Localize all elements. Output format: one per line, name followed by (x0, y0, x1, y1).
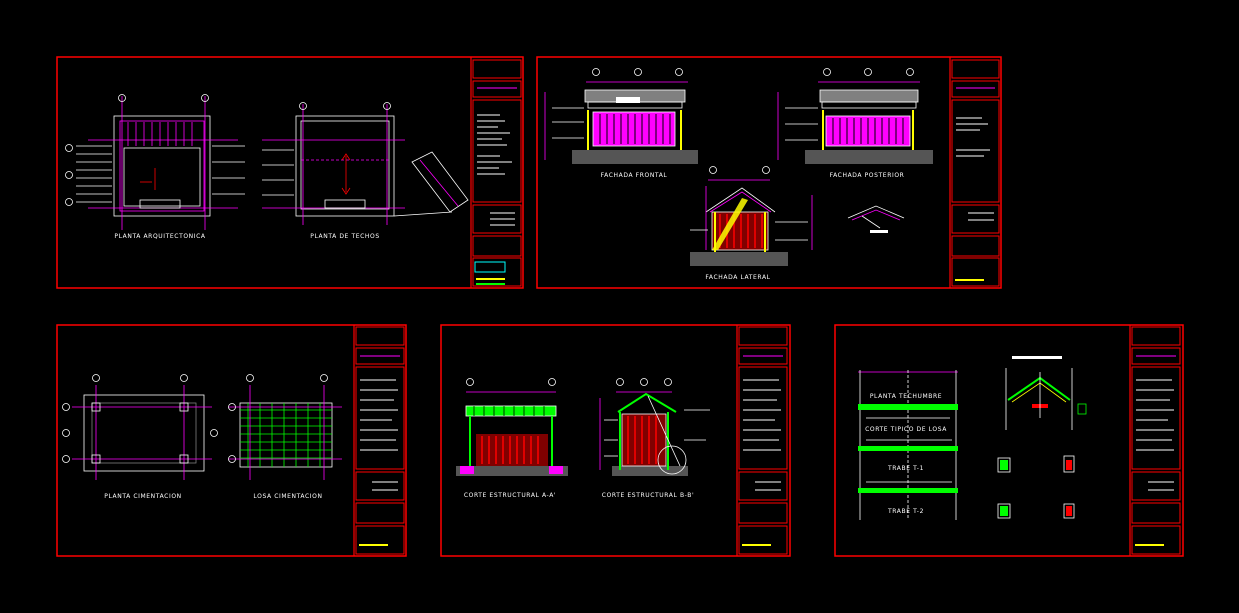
fachada-posterior-drawing (777, 68, 933, 164)
sheet-1-title-block (470, 57, 522, 288)
trabe-sections-detail (997, 455, 1075, 519)
label-fachada-frontal: FACHADA FRONTAL (601, 172, 668, 179)
label-trabe-t1: TRABE T-1 (887, 465, 924, 472)
sheet-5[interactable]: PLANTA TECHUMBRE CORTE TIPICO DE LOSA TR… (834, 324, 1184, 557)
label-corte-estructural-b: CORTE ESTRUCTURAL B-B' (602, 492, 694, 499)
sheet-5-title-block (1129, 325, 1181, 556)
sheet-2[interactable]: FACHADA FRONTAL FACHADA POSTERIOR FACHAD… (536, 56, 1002, 289)
label-fachada-posterior: FACHADA POSTERIOR (830, 172, 905, 179)
fachada-frontal-drawing (544, 68, 698, 164)
sheet-4-title-block (736, 325, 788, 556)
label-losa-cimentacion: LOSA CIMENTACION (253, 493, 322, 500)
label-corte-tipico-de-losa: CORTE TIPICO DE LOSA (865, 426, 947, 433)
sheet-1-border (56, 56, 524, 289)
label-planta-cimentacion: PLANTA CIMENTACION (104, 493, 182, 500)
sheet-2-title-block (949, 57, 1000, 288)
sheet-1[interactable]: PLANTA ARQUITECTONICA PLANTA DE TECHOS (56, 56, 524, 289)
losa-cimentacion-drawing (228, 374, 342, 480)
label-trabe-t2: TRABE T-2 (887, 508, 924, 515)
sheet-4[interactable]: CORTE ESTRUCTURAL A-A' CORTE ESTRUCTURAL… (440, 324, 791, 557)
planta-de-techos-drawing (262, 102, 469, 225)
label-fachada-lateral: FACHADA LATERAL (705, 274, 770, 281)
sheet-5-border (834, 324, 1184, 557)
sheet-3-border (56, 324, 407, 557)
fachada-lateral-drawing (690, 166, 905, 266)
corte-techumbre-detail (1005, 356, 1087, 430)
planta-cimentacion-drawing (62, 374, 218, 480)
sheet-3-title-block (353, 325, 405, 556)
corte-estructural-b-drawing (599, 378, 710, 476)
label-planta-arquitectonica: PLANTA ARQUITECTONICA (114, 233, 206, 240)
corte-estructural-a-drawing (456, 378, 568, 476)
sheet-4-border (440, 324, 791, 557)
label-planta-de-techos: PLANTA DE TECHOS (310, 233, 380, 240)
planta-techumbre-drawing (858, 370, 958, 520)
label-planta-techumbre: PLANTA TECHUMBRE (870, 393, 942, 400)
planta-arquitectonica-drawing (65, 94, 245, 230)
label-corte-estructural-a: CORTE ESTRUCTURAL A-A' (464, 492, 556, 499)
sheet-3[interactable]: PLANTA CIMENTACION LOSA CIMENTACION (56, 324, 407, 557)
sheet-2-border (536, 56, 1002, 289)
